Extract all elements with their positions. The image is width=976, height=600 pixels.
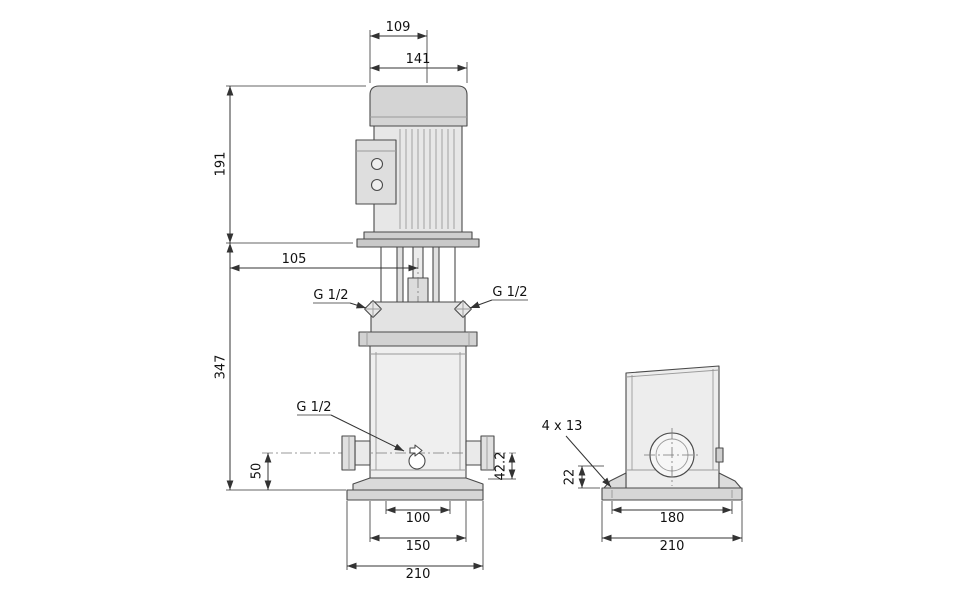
motor-fins <box>399 129 455 229</box>
dim-141-label: 141 <box>406 52 431 67</box>
dim-22-label: 22 <box>563 469 578 486</box>
terminal-box <box>355 139 397 205</box>
dim-150-label: 150 <box>406 539 431 554</box>
suction-port <box>341 435 371 471</box>
pump-side-view <box>601 365 743 501</box>
dim-109: 109 <box>369 20 428 83</box>
pump-base <box>346 477 484 501</box>
drain-plug <box>408 452 426 470</box>
motor-flange <box>356 231 480 248</box>
dim-42-2: 42.2 <box>488 452 516 481</box>
dim-100-label: 100 <box>406 511 431 526</box>
dim-210-front-label: 210 <box>406 567 431 582</box>
dim-347-label: 347 <box>214 355 229 380</box>
base-plate <box>346 489 484 501</box>
motor-body <box>373 125 463 233</box>
callout-g12-left: G 1/2 <box>313 288 367 309</box>
side-base-plate <box>601 487 743 501</box>
dim-100: 100 <box>385 501 451 526</box>
dim-141: 141 <box>370 52 468 83</box>
dim-105: 105 <box>230 252 418 272</box>
g12-left-label: G 1/2 <box>313 288 348 303</box>
base-hole-marks <box>611 490 733 498</box>
pump-head <box>358 299 478 347</box>
dim-210-front: 210 <box>346 501 484 582</box>
dim-180-label: 180 <box>660 511 685 526</box>
dim-42-2-label: 42.2 <box>494 452 509 481</box>
callout-g12-right: G 1/2 <box>469 285 528 309</box>
callout-holes: 4 x 13 <box>542 419 612 488</box>
flow-direction-arrow <box>409 444 423 457</box>
dim-210-side-label: 210 <box>660 539 685 554</box>
callout-g12-drain: G 1/2 <box>296 400 405 452</box>
head-flange <box>358 331 478 347</box>
holes-label: 4 x 13 <box>542 419 583 434</box>
dim-191: 191 <box>214 85 366 244</box>
dim-50: 50 <box>250 453 272 490</box>
dim-180: 180 <box>611 501 733 526</box>
cable-entry-hole <box>370 157 384 171</box>
dim-150: 150 <box>369 501 467 554</box>
dim-109-label: 109 <box>386 20 411 35</box>
dim-50-label: 50 <box>250 463 265 480</box>
discharge-port <box>465 435 495 471</box>
side-clamp-tab <box>715 447 724 463</box>
dim-22: 22 <box>563 465 604 489</box>
dim-191-label: 191 <box>214 152 229 177</box>
dim-105-label: 105 <box>282 252 307 267</box>
side-port-circle <box>644 428 700 486</box>
g12-right-label: G 1/2 <box>492 285 527 300</box>
dim-347: 347 <box>214 243 346 491</box>
pump-front-view <box>262 85 516 501</box>
dim-210-side: 210 <box>601 501 743 554</box>
g12-drain-label: G 1/2 <box>296 400 331 415</box>
vent-plug-right <box>453 299 473 319</box>
cable-entry-hole <box>370 178 384 192</box>
dimensions: 109 141 191 105 347 50 <box>214 20 743 582</box>
motor-cap <box>369 85 468 127</box>
vent-plug-left <box>363 299 383 319</box>
